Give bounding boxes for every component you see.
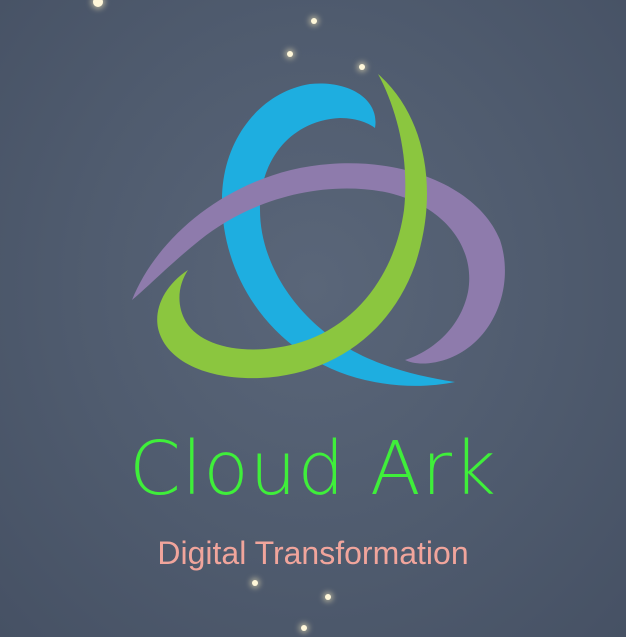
purple-swirl-icon [132,163,505,364]
sparkle-dot-icon [252,580,258,586]
green-swirl-icon [157,74,427,379]
sparkle-dot-icon [325,594,331,600]
sparkle-dot-icon [359,64,365,70]
sparkle-dot-icon [93,0,103,7]
blue-swirl-icon [222,83,455,386]
brand-tagline: Digital Transformation [157,535,469,571]
brand-name: Cloud Ark [129,426,497,512]
tri-swirl-logo-icon [132,74,505,386]
sparkle-dot-icon [301,625,307,631]
sparkle-dot-icon [311,18,317,24]
sparkle-dot-icon [287,51,293,57]
